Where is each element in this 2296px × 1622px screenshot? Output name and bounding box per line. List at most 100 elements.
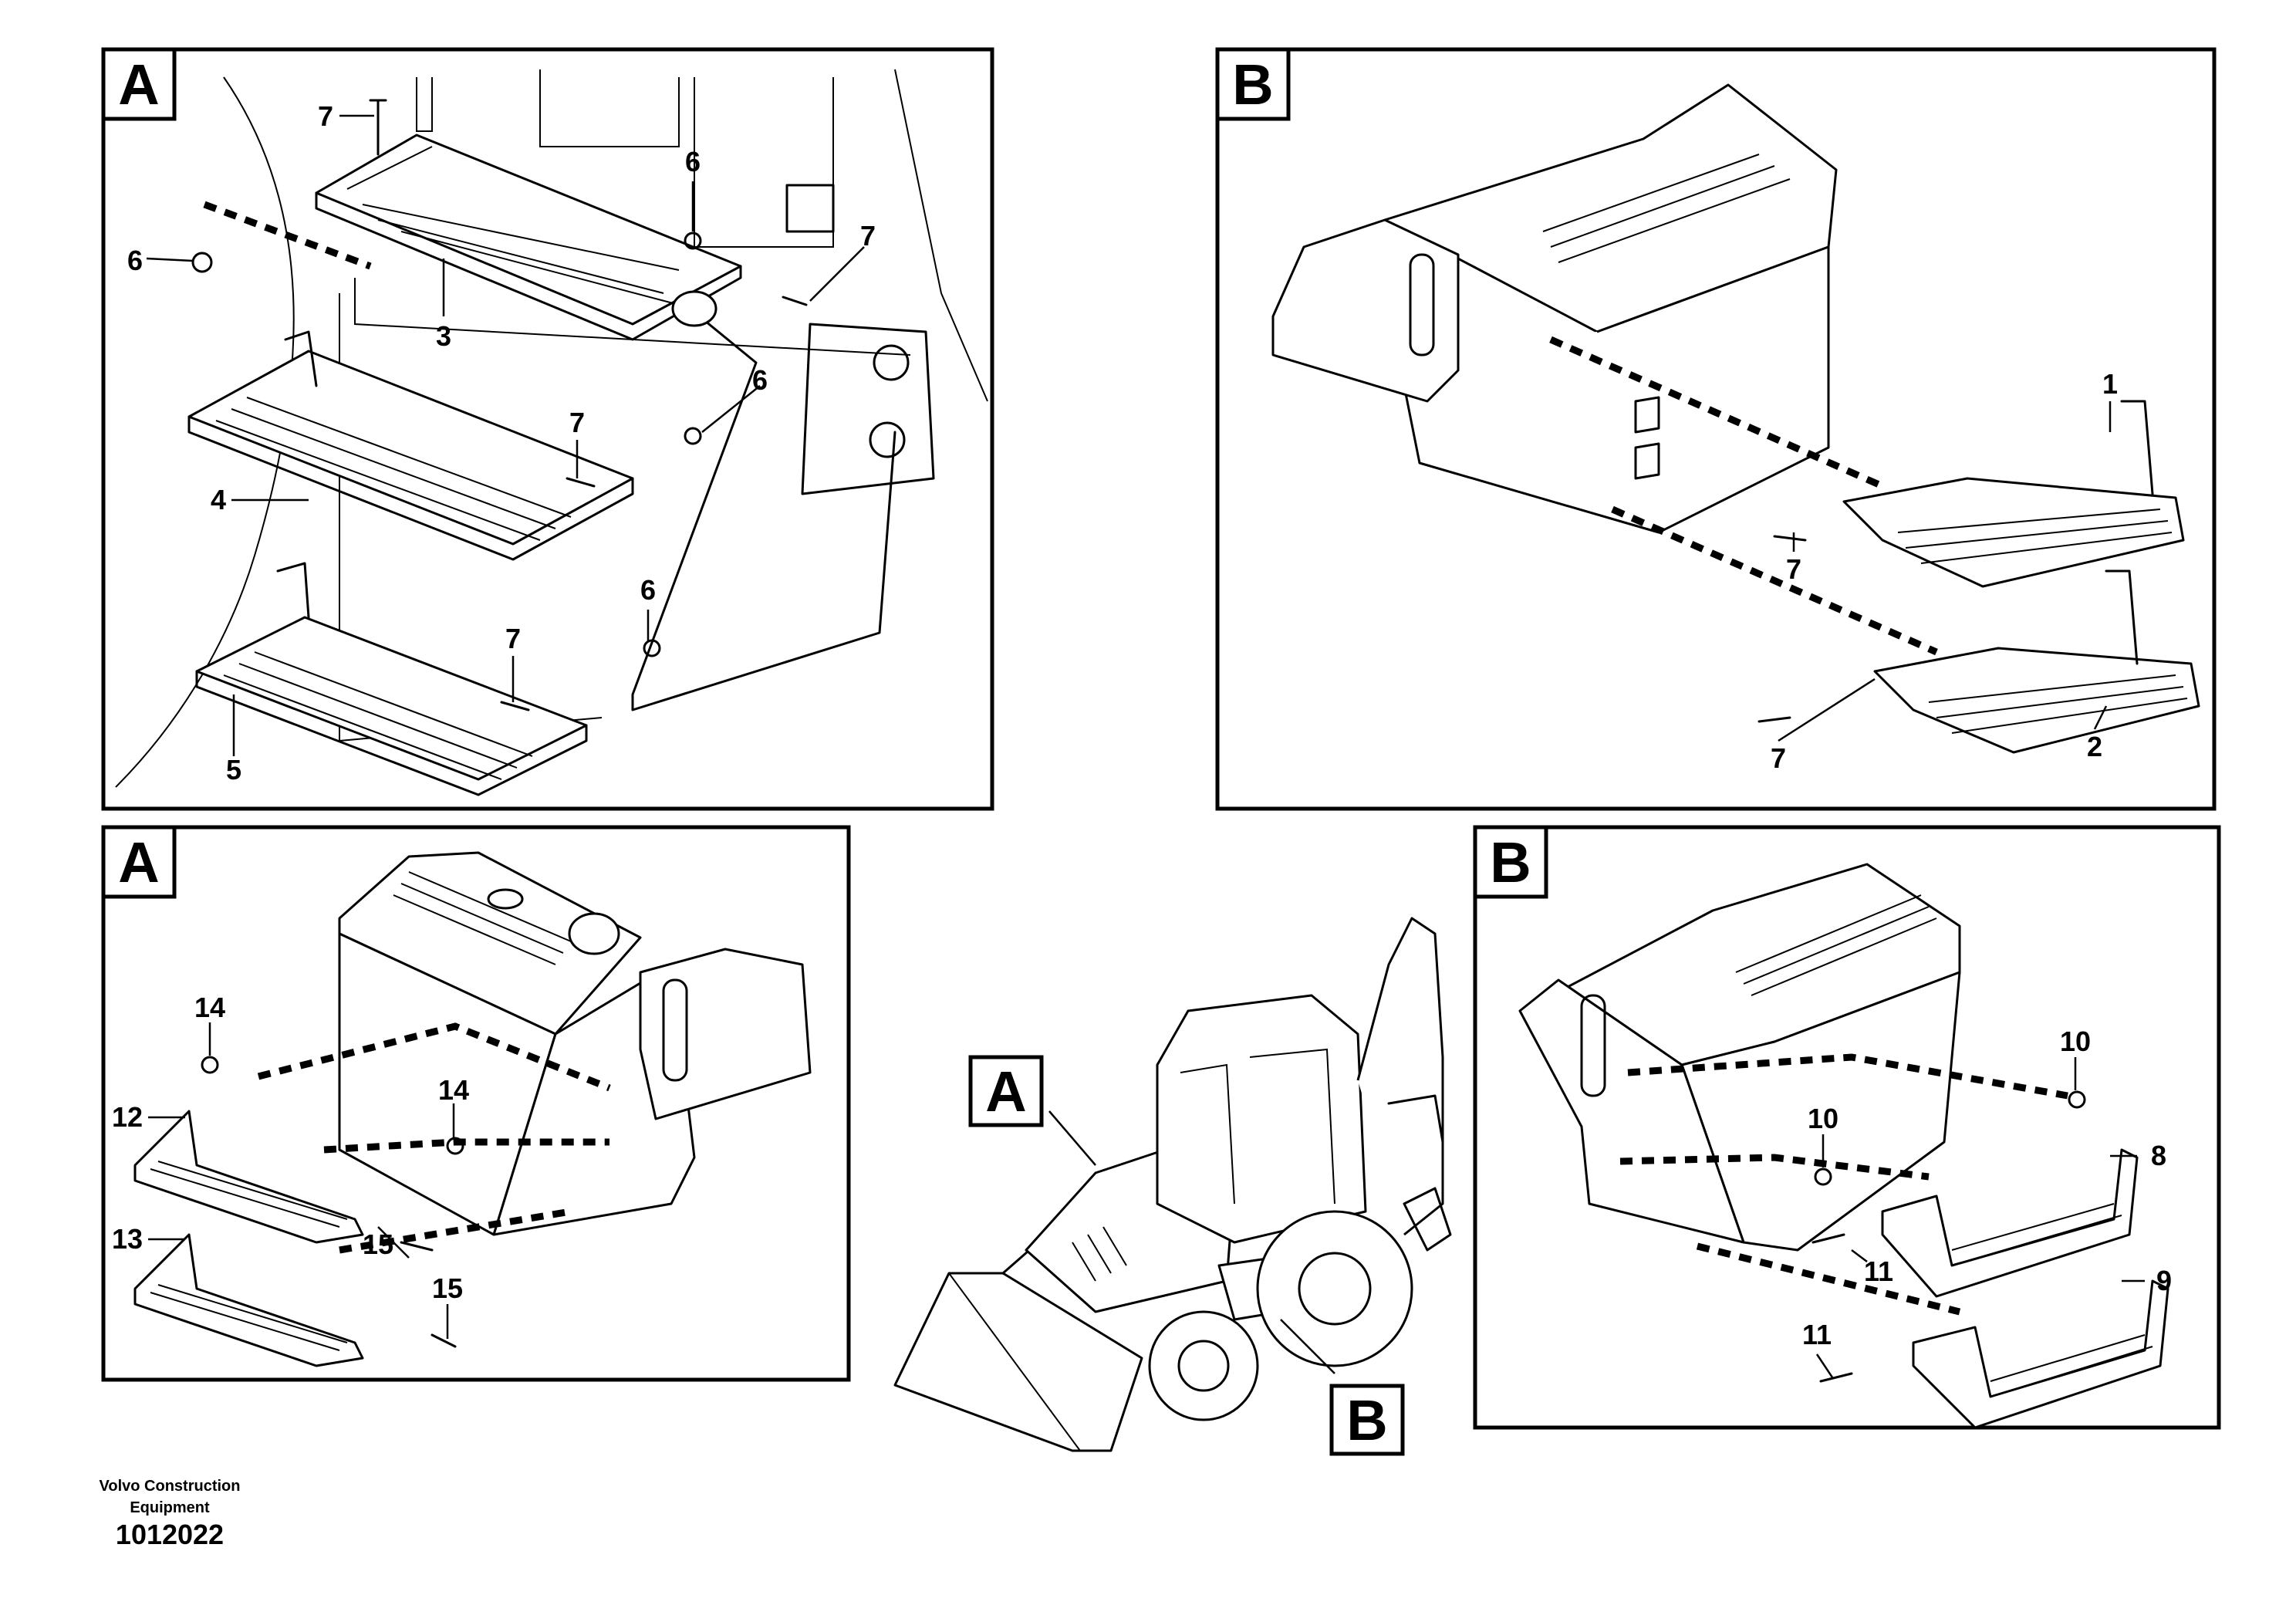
callout: 3 bbox=[436, 320, 451, 352]
callout: 7 bbox=[505, 623, 521, 654]
bolt-11 bbox=[1811, 1233, 1845, 1244]
tank-grooves bbox=[1735, 894, 1937, 996]
flange-slot bbox=[1580, 994, 1606, 1097]
bolt-7 bbox=[1757, 716, 1791, 723]
view-tag-box bbox=[101, 825, 177, 899]
step-1-grooves bbox=[1897, 509, 2173, 564]
washer-10 bbox=[1814, 1168, 1832, 1186]
cab-post bbox=[416, 77, 433, 132]
fuel-cap bbox=[671, 290, 718, 327]
leader-line bbox=[146, 257, 194, 262]
flange-slot bbox=[1409, 253, 1435, 357]
bolt-15 bbox=[400, 1241, 434, 1252]
callout: 11 bbox=[1864, 1255, 1893, 1287]
step-1 bbox=[1842, 477, 2185, 588]
rear-wheel bbox=[1256, 1210, 1413, 1367]
step-8-grooves bbox=[1951, 1203, 2122, 1266]
washer-10 bbox=[2068, 1090, 2086, 1109]
operator-cab bbox=[1156, 994, 1367, 1244]
callout: 8 bbox=[2151, 1140, 2166, 1171]
label-12v bbox=[1634, 396, 1660, 434]
view-tag-box bbox=[1329, 1384, 1405, 1456]
panel-frame bbox=[1215, 47, 2217, 811]
callout: 7 bbox=[1771, 742, 1786, 774]
step-middle-edge bbox=[187, 415, 634, 561]
bolt-7 bbox=[500, 701, 530, 711]
step-13 bbox=[133, 1233, 364, 1367]
step-9-grooves bbox=[1990, 1334, 2153, 1397]
view-tag-box bbox=[1215, 47, 1291, 121]
callout: 9 bbox=[2156, 1265, 2172, 1296]
bolt-7 bbox=[566, 477, 596, 488]
rear-wheel-hub bbox=[1298, 1252, 1372, 1326]
washer-6 bbox=[643, 639, 661, 657]
leader-line bbox=[1048, 1110, 1096, 1166]
step-12 bbox=[133, 1110, 364, 1244]
filler-neck bbox=[487, 888, 524, 910]
step-1-bracket bbox=[2120, 400, 2154, 495]
callout: 13 bbox=[112, 1223, 143, 1255]
callout: 5 bbox=[226, 754, 241, 786]
callout: 10 bbox=[2060, 1026, 2091, 1057]
tank-flange bbox=[1271, 218, 1460, 403]
backhoe-bucket bbox=[1403, 1187, 1452, 1252]
step-2 bbox=[1873, 647, 2200, 754]
front-wheel-hub bbox=[1177, 1340, 1230, 1392]
tank-grooves bbox=[1542, 154, 1791, 263]
callout: 15 bbox=[432, 1272, 463, 1304]
step-middle-bracket bbox=[284, 330, 318, 387]
bracket-hole bbox=[869, 421, 906, 458]
callout: 1 bbox=[2102, 368, 2118, 400]
callout: 7 bbox=[1786, 553, 1801, 585]
view-tag: B bbox=[1490, 830, 1531, 894]
hidden-line bbox=[1549, 336, 1884, 490]
leader-line bbox=[1778, 678, 1876, 742]
side-plate bbox=[631, 292, 896, 711]
cab-frame bbox=[539, 69, 680, 147]
backhoe-loader-illustration: A B bbox=[893, 917, 1452, 1456]
front-wheel bbox=[1148, 1310, 1259, 1421]
callout: 2 bbox=[2087, 731, 2102, 762]
chassis-line bbox=[354, 278, 911, 356]
panel-bottom-left: A 14 14 12 13 15 15 bbox=[101, 825, 851, 1382]
callout: 15 bbox=[363, 1228, 393, 1260]
cylinder-mount bbox=[785, 184, 835, 233]
step-bottom-grooves bbox=[223, 651, 533, 780]
panel-top-left: A 7 6 6 7 3 6 7 4 6 7 5 bbox=[101, 47, 994, 811]
view-tag-box bbox=[1473, 825, 1548, 899]
hidden-line bbox=[1696, 1242, 1961, 1316]
callout: 6 bbox=[127, 245, 143, 276]
company-name: Volvo Construction Equipment bbox=[85, 1475, 255, 1519]
leader-line bbox=[1851, 1249, 1868, 1262]
label-battery bbox=[1634, 442, 1660, 480]
step-bottom-bracket bbox=[276, 562, 310, 619]
hood-grille bbox=[1072, 1226, 1127, 1282]
callout: 12 bbox=[112, 1101, 143, 1133]
bolt-7 bbox=[369, 99, 387, 156]
washer-14 bbox=[446, 1137, 464, 1155]
step-bottom-edge bbox=[195, 670, 588, 796]
bolt-7 bbox=[1773, 535, 1807, 542]
panel-bottom-right: B 10 10 8 11 9 11 bbox=[1473, 825, 2221, 1430]
callout: 7 bbox=[860, 220, 876, 252]
washer-6 bbox=[191, 252, 213, 273]
leader-line bbox=[701, 385, 761, 433]
hidden-line bbox=[323, 1138, 609, 1154]
cab-frame bbox=[694, 77, 834, 248]
leader-line bbox=[2093, 705, 2108, 730]
callout: 14 bbox=[194, 992, 225, 1023]
hidden-line bbox=[1627, 1053, 2068, 1100]
callout: 7 bbox=[318, 100, 333, 132]
flange-slot bbox=[662, 978, 688, 1082]
hidden-line bbox=[339, 1208, 572, 1254]
callout: 6 bbox=[752, 364, 768, 396]
washer-6 bbox=[684, 231, 702, 250]
panel-frame bbox=[101, 825, 851, 1382]
bolt-15 bbox=[430, 1333, 457, 1348]
document-number: 1012022 bbox=[115, 1519, 225, 1550]
step-middle-grooves bbox=[215, 397, 572, 541]
view-tag: B bbox=[1232, 52, 1273, 117]
leader-line bbox=[1815, 1353, 1834, 1378]
step-8 bbox=[1881, 1148, 2139, 1298]
